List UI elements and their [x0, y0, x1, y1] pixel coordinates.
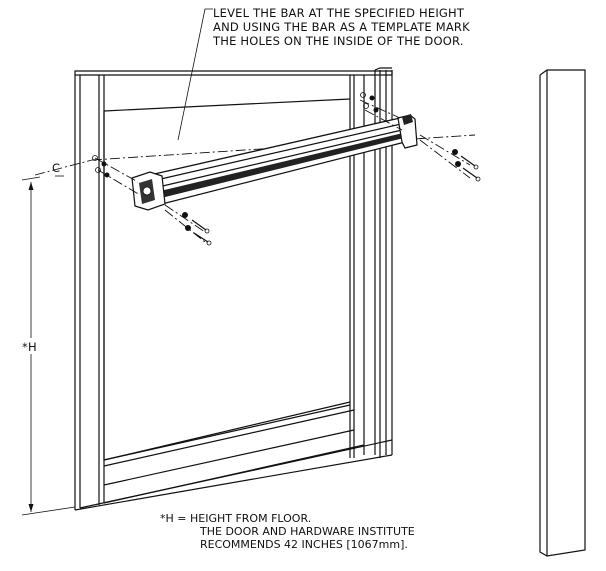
note-line-1: *H = HEIGHT FROM FLOOR.: [160, 512, 311, 525]
bar-end-cap-right: [397, 114, 418, 149]
centerline-extension: [34, 159, 93, 176]
callout-line-2: AND USING THE BAR AS A TEMPLATE MARK: [213, 20, 470, 34]
callout-line-1: LEVEL THE BAR AT THE SPECIFIED HEIGHT: [213, 6, 465, 20]
height-dimension: C *H: [18, 134, 476, 516]
callout-line-3: THE HOLES ON THE INSIDE OF THE DOOR.: [212, 34, 464, 48]
height-note: *H = HEIGHT FROM FLOOR. THE DOOR AND HAR…: [160, 512, 415, 551]
callout-leader: [177, 8, 213, 141]
bar-end-cap-left: [131, 171, 166, 211]
fasteners-left: [92, 155, 212, 246]
note-line-2: THE DOOR AND HARDWARE INSTITUTE: [199, 525, 415, 538]
fasteners-right: [359, 92, 481, 182]
note-line-3: RECOMMENDS 42 INCHES [1067mm].: [200, 538, 408, 551]
height-label: *H: [22, 340, 37, 354]
exit-bar: [131, 114, 418, 211]
callout: LEVEL THE BAR AT THE SPECIFIED HEIGHT AN…: [177, 6, 470, 141]
right-jamb: [539, 69, 586, 557]
centerline-symbol: C: [52, 161, 60, 175]
